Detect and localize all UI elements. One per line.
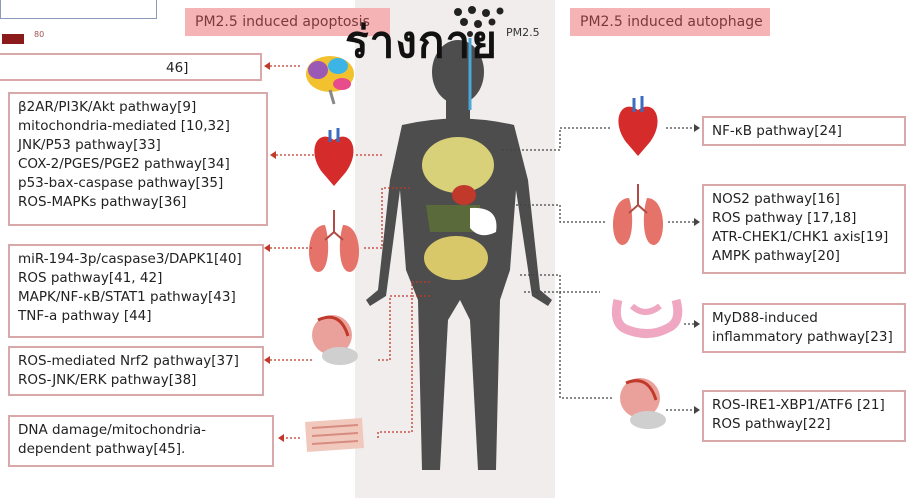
body-intestines: [424, 236, 488, 280]
testis-icon-right: [620, 378, 666, 429]
apoptosis-testis-box: ROS-mediated Nrf2 pathway[37] ROS-JNK/ER…: [8, 346, 264, 396]
pathway-text: COX-2/PGES/PGE2 pathway[34]: [18, 155, 258, 174]
body-heart: [452, 185, 476, 205]
pathway-text: inflammatory pathway[23]: [712, 328, 896, 347]
pathway-text: ROS-mediated Nrf2 pathway[37]: [18, 352, 254, 371]
pathway-text: AMPK pathway[20]: [712, 247, 896, 266]
autophage-testis-box: ROS-IRE1-XBP1/ATF6 [21] ROS pathway[22]: [702, 390, 906, 442]
apoptosis-skin-box: DNA damage/mitochondria- dependent pathw…: [8, 415, 274, 467]
heart-icon-left: [314, 128, 353, 186]
pathway-text: ROS-IRE1-XBP1/ATF6 [21]: [712, 396, 896, 415]
apoptosis-lung-box: miR-194-3p/caspase3/DAPK1[40] ROS pathwa…: [8, 244, 264, 338]
autophage-header: PM2.5 induced autophage: [570, 8, 770, 36]
pathway-text: NOS2 pathway[16]: [712, 190, 896, 209]
autophage-heart-box: NF-κB pathway[24]: [702, 116, 906, 146]
pathway-text: TNF-a pathway [44]: [18, 307, 254, 326]
autophage-arrowheads: [694, 124, 700, 414]
body-lungs: [422, 137, 494, 193]
pathway-text: JNK/P53 pathway[33]: [18, 136, 258, 155]
pathway-text: miR-194-3p/caspase3/DAPK1[40]: [18, 250, 254, 269]
pathway-text: p53-bax-caspase pathway[35]: [18, 174, 258, 193]
pathway-text: dependent pathway[45].: [18, 440, 264, 459]
skin-icon-left: [305, 418, 364, 452]
pathway-text: DNA damage/mitochondria-: [18, 421, 264, 440]
pm25-label: PM2.5: [506, 26, 540, 39]
testis-icon-left: [312, 315, 358, 365]
heart-icon-right: [618, 96, 657, 156]
pathway-text: β2AR/PI3K/Akt pathway[9]: [18, 98, 258, 117]
lungs-icon-right: [613, 184, 663, 245]
pathway-text: ROS pathway[41, 42]: [18, 269, 254, 288]
intestine-icon-right: [616, 300, 677, 334]
autophage-lung-box: NOS2 pathway[16] ROS pathway [17,18] ATR…: [702, 184, 906, 274]
pathway-text: MyD88-induced: [712, 309, 896, 328]
apoptosis-heart-box: β2AR/PI3K/Akt pathway[9] mitochondria-me…: [8, 92, 268, 226]
pathway-text: ROS-JNK/ERK pathway[38]: [18, 371, 254, 390]
pathway-text: ATR-CHEK1/CHK1 axis[19]: [712, 228, 896, 247]
thai-body-label: ร่างกาย: [345, 18, 498, 68]
autophage-intestine-box: MyD88-induced inflammatory pathway[23]: [702, 303, 906, 353]
pathway-text: MAPK/NF-κB/STAT1 pathway[43]: [18, 288, 254, 307]
pathway-text: ROS pathway[22]: [712, 415, 896, 434]
pathway-text: ROS-MAPKs pathway[36]: [18, 193, 258, 212]
lungs-icon-left: [309, 210, 359, 272]
pathway-text: ROS pathway [17,18]: [712, 209, 896, 228]
apoptosis-brain-box: 46]: [0, 53, 262, 81]
pathway-text: 46]: [6, 59, 252, 78]
pathway-text: NF-κB pathway[24]: [712, 122, 896, 141]
pathway-text: mitochondria-mediated [10,32]: [18, 117, 258, 136]
